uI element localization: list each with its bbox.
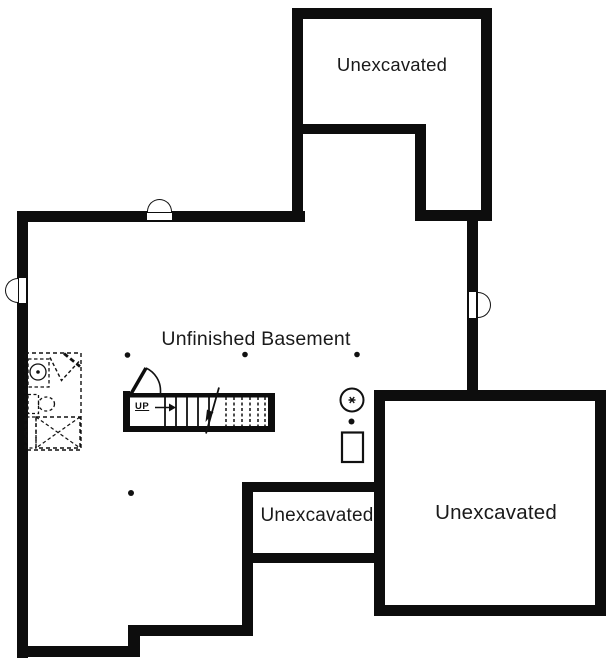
- wall-br-room-west: [374, 390, 385, 616]
- wall-south-step-horizontal: [128, 625, 253, 636]
- wall-alcove-east: [415, 124, 426, 221]
- support-column-dot: [348, 418, 355, 425]
- wall-basement-east-lower: [467, 318, 478, 390]
- up-arrow-head-icon: [169, 403, 176, 412]
- stair-door-leaf: [127, 367, 148, 398]
- room-label-unexcavated-bottom-right: Unexcavated: [435, 501, 557, 524]
- support-column-dot: [242, 351, 248, 358]
- future-shower-box: [35, 416, 81, 449]
- future-laundry-drum-icon: [29, 363, 47, 381]
- sump-pit: [340, 431, 365, 464]
- room-label-unfinished-basement: Unfinished Basement: [161, 328, 351, 350]
- future-stall-box: [25, 416, 37, 449]
- wall-br-room-east: [595, 390, 606, 616]
- wall-top-leg-south: [415, 210, 492, 221]
- staircase: [123, 367, 275, 434]
- support-column-dot: [128, 490, 134, 496]
- floor-drain-icon: [339, 387, 365, 413]
- room-label-unexcavated-top: Unexcavated: [336, 54, 448, 75]
- east-wall-opening: [467, 292, 478, 318]
- support-column-dot: [354, 351, 360, 358]
- wall-basement-east-upper: [467, 221, 478, 292]
- stair-treads-dashed: [225, 397, 266, 426]
- future-shower-x-2: [35, 416, 81, 449]
- west-wall-opening: [17, 278, 28, 303]
- north-wall-opening: [147, 211, 172, 222]
- wall-basement-north-left: [17, 211, 147, 222]
- support-column-dot: [124, 352, 131, 358]
- stair-break-arrowhead-icon: [205, 409, 214, 422]
- future-laundry-center-dot: [36, 370, 40, 374]
- wall-basement-west-lower: [17, 303, 28, 658]
- stair-treads-solid: [164, 397, 210, 426]
- future-door-leaf-dashed: [63, 352, 81, 368]
- wall-br-room-south: [374, 605, 606, 616]
- future-toilet-tank: [27, 393, 40, 415]
- stair-door-swing-arc-icon: [145, 367, 162, 397]
- wall-br-room-north: [374, 390, 606, 401]
- wall-strip-south: [242, 553, 385, 563]
- support-column-dots: [124, 351, 360, 496]
- wall-basement-north-right: [172, 211, 305, 222]
- future-bath-outline: [24, 352, 82, 451]
- wall-basement-south: [17, 646, 140, 657]
- room-label-unexcavated-strip: Unexcavated: [260, 505, 374, 526]
- stairs-up-label: UP: [135, 401, 150, 412]
- future-bath-rough-in: [24, 352, 82, 451]
- wall-top-room-west: [292, 8, 303, 222]
- future-toilet-bowl: [37, 396, 56, 412]
- wall-top-room-north: [292, 8, 492, 19]
- stair-break-line: [205, 387, 220, 434]
- wall-top-room-east: [481, 8, 492, 221]
- wall-basement-west-upper: [17, 211, 28, 278]
- future-laundry-box: [27, 358, 50, 388]
- wall-strip-north: [242, 482, 385, 492]
- wall-top-room-inner-south: [292, 124, 426, 134]
- future-door-swing-dashed: [49, 357, 80, 382]
